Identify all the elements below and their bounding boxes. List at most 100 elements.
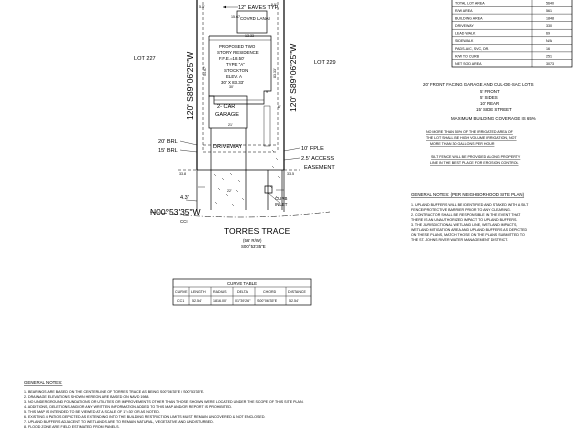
irrigation-1a: NO MORE THAN 50% OF THE IRRIGATED AREA O…	[426, 130, 514, 134]
setback-notes: 20' FRONT FACING GARAGE AND CUL-DE-SAC L…	[423, 82, 536, 121]
neighborhood-notes: GENERAL NOTES: (PER NEIGHBORHOOD SITE PL…	[411, 192, 529, 242]
curve-header-3: DELTA	[237, 290, 249, 294]
curve-cell-4: S00°06'35"E	[257, 299, 278, 303]
covered-lanai-label: COVRD LANAI	[240, 16, 270, 21]
curve-header-1: LENGTH	[191, 290, 206, 294]
garage-line-1: 2- CAR	[217, 104, 235, 110]
curve-header-5: DISTANCE	[288, 290, 307, 294]
area-label-2: BUILDING AREA	[455, 17, 483, 21]
lead-walk	[263, 105, 271, 147]
setback-line-3: 10' REAR	[480, 101, 499, 106]
access-label: 2.5' ACCESS	[301, 156, 334, 162]
curve-header-2: RADIUS	[213, 290, 227, 294]
curve-cell-5: 52.54'	[289, 299, 299, 303]
irrigation-1b: THE LOT SHALL BE HIGH VOLUME IRRIGATION,…	[426, 136, 517, 140]
general-note-3: 4. ADDITIONS, DELETIONS AND/OR ANY WRITT…	[24, 405, 232, 409]
area-value-1: 561	[546, 9, 552, 13]
dim-338: 33.8	[179, 172, 186, 176]
curve-header-4: CHORD	[263, 290, 277, 294]
curve-cell-0: CC1	[177, 299, 184, 303]
curve-cell-3: 01°39'26"	[235, 299, 251, 303]
curve-header-0: CURVE	[175, 290, 188, 294]
dim-1567: 15.67	[231, 15, 240, 19]
residence-line-3: F.F.E.=18.50'	[219, 56, 245, 61]
neighborhood-line-7: THE ST. JOHNS RIVER WATER MANAGEMENT DIS…	[411, 238, 508, 242]
general-notes-title: GENERAL NOTES:	[24, 380, 62, 385]
bearing-right: 120' S89°06'25"W	[288, 44, 298, 112]
neighborhood-line-5: WETLAND MITIGATION AREA AND UPLAND BUFFE…	[411, 228, 528, 232]
area-value-8: 3073	[546, 62, 554, 66]
area-label-5: SIDEWALK	[455, 39, 474, 43]
curve-ref: CCI	[180, 219, 188, 224]
lot-boundary	[178, 0, 300, 171]
eaves-label: 12" EAVES TYP.	[238, 5, 280, 11]
dim-22: 22'	[227, 189, 232, 193]
driveway-label: DRIVEWAY	[213, 144, 242, 150]
neighborhood-line-0: 1. UPLAND BUFFERS WILL BE IDENTIFIED AND…	[411, 203, 529, 207]
neighborhood-line-6: ON THESE PLANS, MATCH THOSE ON THE PLANS…	[411, 233, 525, 237]
area-label-8: NET SOD AREA	[455, 62, 482, 66]
irrigation-notes: NO MORE THAN 50% OF THE IRRIGATED AREA O…	[426, 130, 521, 165]
covered-lanai: 15.67 COVRD LANAI 13.33	[231, 10, 270, 38]
area-label-1: R/W AREA	[455, 9, 473, 13]
lot-right-label: LOT 229	[314, 60, 336, 66]
proposed-residence: PROPOSED TWO STORY RESIDENCE F.F.E.=18.5…	[203, 35, 281, 109]
general-note-7: 8. FLOOD ZONE ARE FIELD ESTIMATED FROM P…	[24, 425, 120, 429]
residence-line-1: PROPOSED TWO	[219, 44, 256, 49]
curb-label-1: CURB	[275, 196, 288, 201]
setback-line-4: 15' SIDE STREET	[476, 107, 512, 112]
brl-20-label: 20' BRL	[158, 139, 178, 145]
area-label-6: PADS-A/C, SVC, DR.	[455, 47, 489, 51]
area-value-3: 330	[546, 24, 552, 28]
area-value-4: 69	[546, 32, 550, 36]
dim-335: 33.5	[287, 172, 294, 176]
right-of-way	[149, 170, 331, 218]
curve-table-title: CURVE TABLE	[227, 281, 257, 286]
easement-label: EASEMENT	[304, 165, 335, 171]
residence-line-5: STOCKTON	[224, 68, 248, 73]
fple-label: 10' FPLE	[301, 146, 324, 152]
general-note-5: 6. EXISTING 4 PATIOS DEPICTED AS EXTENDI…	[24, 415, 265, 419]
dim-6: 6'	[278, 105, 281, 109]
curve-cell-2: 1816.00'	[213, 299, 227, 303]
dim-30: 30'	[229, 85, 234, 89]
neighborhood-line-3: THERE IS AN UNAUTHORIZED IMPACT TO UPLAN…	[411, 218, 517, 222]
area-label-4: LEAD WALK	[455, 32, 476, 36]
irrigation-1c: MORE THAN 30 GALLONS PER HOUR	[430, 142, 495, 146]
general-note-2: 3. NO UNDERGROUND FOUNDATIONS OR UTILITI…	[24, 400, 304, 404]
bearing-left: 120' S89°06'25"W	[185, 52, 195, 120]
general-note-4: 5. THIS MAP IS INTENDED TO BE VIEWED AT …	[24, 410, 160, 414]
area-value-7: 251	[546, 54, 552, 58]
lot-left-label: LOT 227	[134, 56, 156, 62]
setback-lines	[202, 2, 279, 153]
neighborhood-title: GENERAL NOTES: (PER NEIGHBORHOOD SITE PL…	[411, 192, 525, 197]
dim-8333: 83.33'	[273, 68, 277, 78]
dim-5467: 54.67'	[203, 66, 207, 76]
dim-9: 9'	[266, 90, 269, 94]
garage: 2- CAR GARAGE 21'	[208, 95, 248, 129]
general-note-0: 1. BEARINGS ARE BASED ON THE CENTERLINE …	[24, 390, 204, 394]
residence-line-7: 30' X 83.33'	[221, 80, 244, 85]
curb-label-2: INLET	[275, 202, 288, 207]
general-note-6: 7. UPLAND BUFFERS ADJACENT TO WETLANDS A…	[24, 420, 214, 424]
dim-21: 21'	[228, 123, 233, 127]
area-value-5: N/A	[546, 39, 553, 43]
residence-line-4: TYPE "A"	[226, 62, 245, 67]
dim-top-left: 5.5'	[199, 5, 205, 9]
neighborhood-line-2: 2. CONTRACTOR SHALL BE RESPONSIBLE IN TH…	[411, 213, 521, 217]
street-name: TORRES TRACE	[224, 226, 291, 236]
irrigation-2a: SILT FENCE WILL BE PROVIDED ALONG PROPER…	[431, 155, 521, 159]
residence-line-2: STORY RESIDENCE	[217, 50, 259, 55]
general-note-1: 2. DRAINAGE ELEVATIONS SHOWN HEREON ARE …	[24, 395, 149, 399]
access-strip	[267, 149, 283, 210]
bearing-bottom: N00°53'35"W	[150, 207, 201, 217]
area-label-3: DRIVEWAY	[455, 24, 474, 28]
neighborhood-line-1: FENCE/PROTECTIVE BARRIER PRIOR TO ANY CL…	[411, 208, 511, 212]
setback-line-2: 5' SIDES	[480, 95, 498, 100]
area-label-0: TOTAL LOT AREA	[455, 1, 485, 5]
curve-table: CURVE TABLE CURVE LENGTH RADIUS DELTA CH…	[172, 278, 312, 306]
garage-line-2: GARAGE	[215, 112, 239, 118]
neighborhood-line-4: 3. THE JURISDICTIONAL WETLAND LINE, WETL…	[411, 223, 517, 227]
